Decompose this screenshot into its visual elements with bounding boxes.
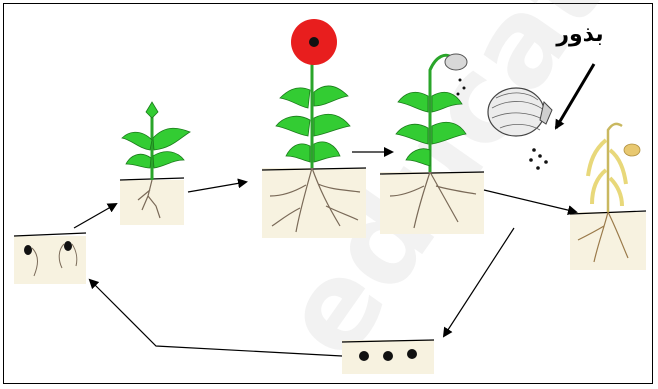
seed-dot: [407, 349, 417, 359]
stage-dried-plant: [570, 124, 646, 270]
arrow-to-dormant-seeds: [444, 228, 514, 336]
falling-seed: [463, 87, 466, 90]
stage-germinating-seeds: [14, 233, 86, 284]
arrow-germination-to-seedling: [74, 204, 116, 228]
falling-seed: [536, 166, 540, 170]
arrow-seedling-to-flowering: [188, 182, 246, 192]
stage-fruiting-plant: [380, 54, 484, 234]
falling-seed: [544, 160, 548, 164]
seed-dot: [383, 351, 393, 361]
seed-dot: [24, 245, 32, 255]
arrow-label-to-seeds: [556, 64, 594, 128]
falling-seed: [459, 79, 462, 82]
falling-seed: [529, 158, 533, 162]
seed-dot: [359, 351, 369, 361]
stage-seedling: [120, 102, 190, 225]
seeds-label: بذور: [548, 22, 612, 47]
stage-seed-capsule: [488, 88, 552, 170]
falling-seed: [538, 154, 542, 158]
stage-dormant-seeds: [342, 340, 434, 374]
falling-seed: [457, 93, 460, 96]
arrow-fruiting-to-dried: [484, 190, 576, 212]
stage-flowering-plant: [262, 19, 366, 238]
falling-seed: [532, 148, 536, 152]
seed-dot: [64, 241, 72, 251]
seed-capsule: [445, 54, 467, 70]
arrow-dormant-to-germination: [90, 280, 342, 356]
